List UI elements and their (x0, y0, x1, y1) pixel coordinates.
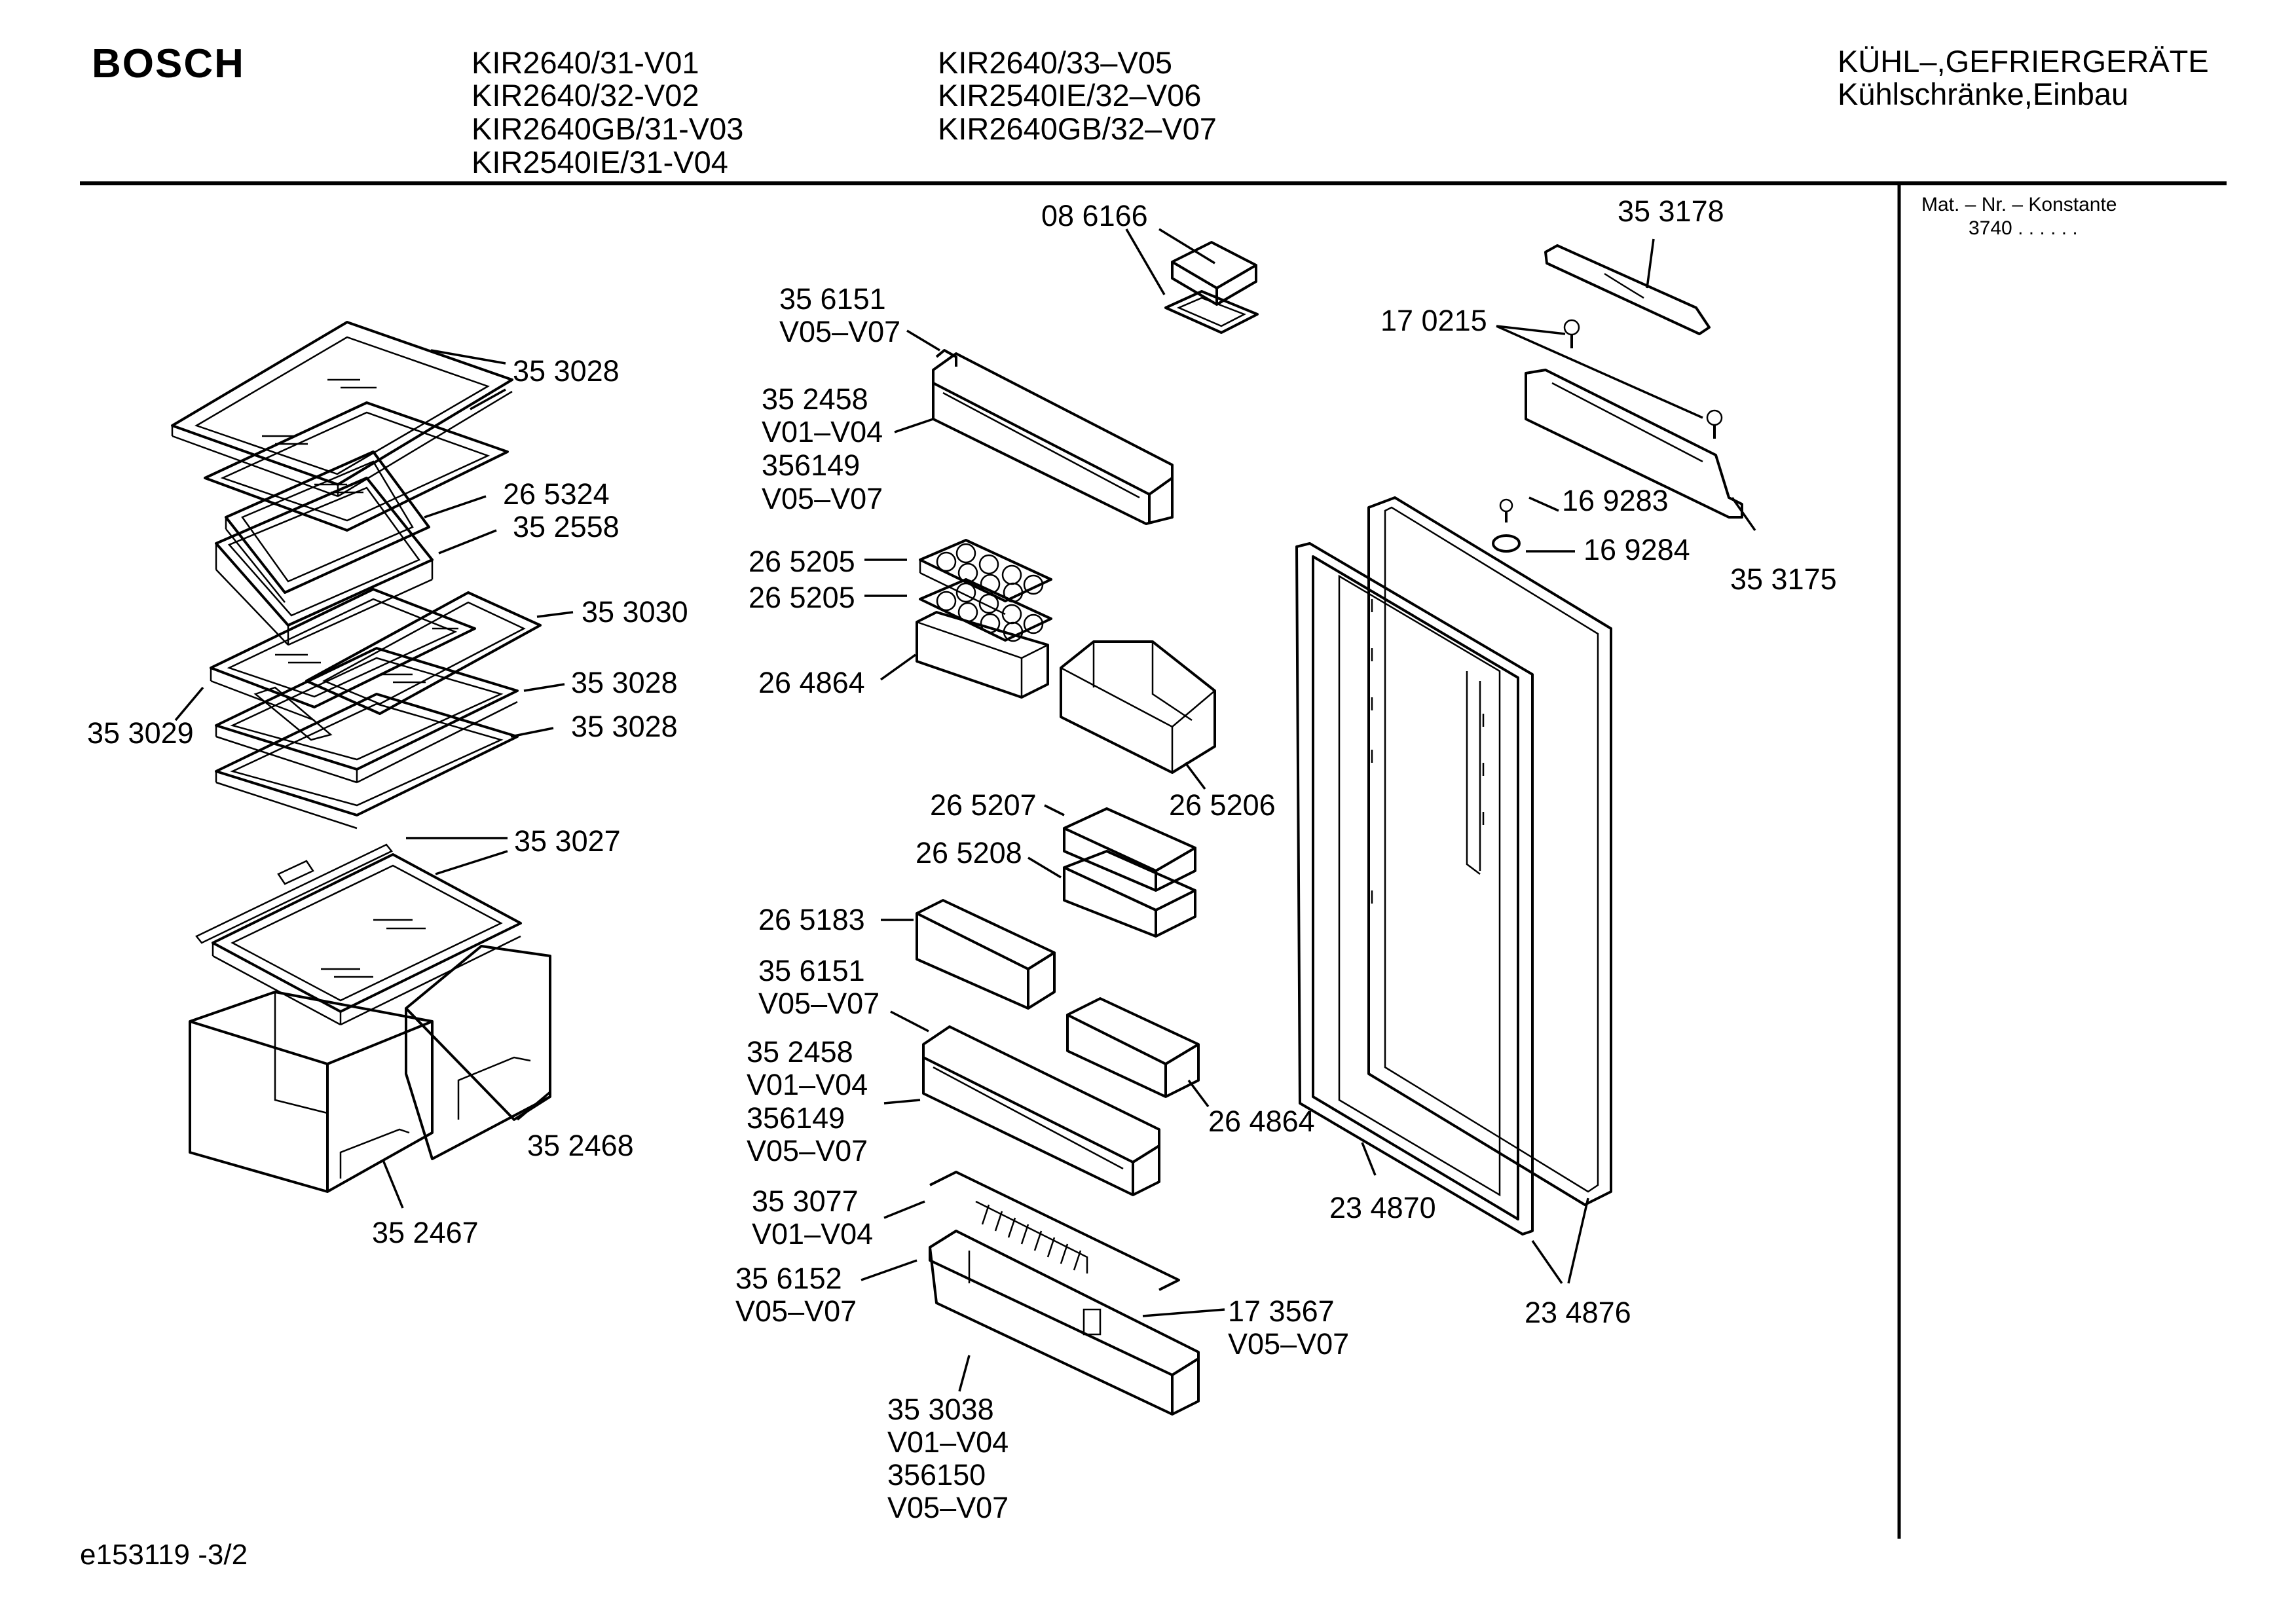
part-label: 08 6166 (1041, 199, 1148, 232)
model-item: KIR2640GB/32–V07 (938, 111, 1217, 146)
bottle-retainer-353077 (929, 1171, 1180, 1291)
part-label: 26 5208 (916, 836, 1022, 870)
door-seal-234870 (1295, 542, 1534, 1236)
part-label: 356149 (747, 1101, 845, 1135)
screw-b (1706, 409, 1723, 439)
screw-a (1563, 319, 1580, 348)
part-label: V05–V07 (735, 1294, 857, 1328)
part-label: 35 2558 (513, 510, 620, 543)
part-label: 26 5205 (749, 581, 855, 614)
part-label: 26 5207 (930, 788, 1037, 822)
category-title: KÜHL–,GEFRIERGERÄTE (1838, 44, 2209, 79)
hinge-cover-353178 (1544, 244, 1711, 335)
document-id: e153119 -3/2 (80, 1539, 248, 1571)
category-subtitle: Kühlschränke,Einbau (1838, 77, 2129, 111)
part-label: V01–V04 (762, 415, 883, 449)
part-label: 35 6151 (779, 282, 886, 316)
part-label: 16 9284 (1583, 533, 1690, 566)
material-number-label: Mat. – Nr. – Konstante (1921, 194, 2117, 215)
model-item: KIR2640/32-V02 (472, 78, 699, 113)
part-label: 35 2458 (762, 382, 868, 416)
bin-265183 (916, 899, 1056, 1010)
part-label: 35 2467 (372, 1216, 479, 1249)
door-panel-234876 (1367, 496, 1612, 1206)
bin-265206 (1060, 640, 1216, 774)
egg-tray-a (919, 539, 1052, 615)
model-item: KIR2540IE/31-V04 (472, 145, 728, 179)
bin-265208 (1063, 850, 1196, 938)
leader-lines (174, 228, 1756, 1392)
part-label: 35 3038 (887, 1393, 994, 1426)
model-item: KIR2640/31-V01 (472, 45, 699, 80)
part-label: V01–V04 (887, 1425, 1009, 1459)
part-label: V05–V07 (779, 315, 900, 348)
part-label: 16 9283 (1562, 484, 1669, 517)
part-label: V05–V07 (1228, 1327, 1349, 1361)
part-label: 23 4870 (1329, 1191, 1436, 1224)
part-label: V01–V04 (747, 1068, 868, 1101)
part-label: 35 3028 (571, 710, 678, 743)
model-item: KIR2640/33–V05 (938, 45, 1173, 80)
part-label: 17 0215 (1380, 304, 1487, 337)
part-label: 356149 (762, 449, 860, 482)
part-label: V05–V07 (887, 1491, 1009, 1524)
part-label: 23 4876 (1525, 1296, 1631, 1329)
part-label: 26 5324 (503, 477, 610, 511)
bin-264864-b (1066, 997, 1200, 1098)
part-label: V01–V04 (752, 1217, 873, 1251)
part-label: 35 6151 (758, 954, 865, 987)
part-label: 35 3178 (1618, 194, 1724, 228)
butter-box-086166 (1164, 241, 1259, 334)
part-label: 26 5206 (1169, 788, 1276, 822)
part-label: 26 5183 (758, 903, 865, 936)
part-label: V05–V07 (762, 482, 883, 515)
crisper-cover-353027 (195, 843, 522, 1026)
material-number-value: 3740 . . . . . . (1969, 217, 2078, 239)
part-label: 26 4864 (1208, 1105, 1315, 1138)
part-label: 356150 (887, 1458, 986, 1492)
door-bin-middle (922, 1025, 1160, 1196)
model-item: KIR2540IE/32–V06 (938, 78, 1202, 113)
part-label: 26 4864 (758, 666, 865, 699)
glass-shelf-c (215, 693, 519, 830)
part-label: 35 3030 (582, 595, 688, 629)
part-labels: 35 3028 26 5324 35 2558 35 3030 35 3028 … (87, 194, 1837, 1524)
part-label: 35 3028 (571, 666, 678, 699)
door-bin-lower (929, 1230, 1200, 1416)
glass-shelf-mid (210, 588, 476, 741)
part-label: 35 3175 (1730, 562, 1837, 596)
bin-264864-a (916, 611, 1049, 699)
part-label: 35 6152 (735, 1262, 842, 1295)
brand-logo: BOSCH (92, 41, 245, 86)
crisper-drawer-352468 (405, 945, 551, 1160)
glass-shelf-top (171, 321, 513, 498)
model-item: KIR2640GB/31-V03 (472, 111, 744, 146)
part-label: 35 2458 (747, 1035, 853, 1069)
door-bin-upper (932, 349, 1174, 525)
part-label: V05–V07 (758, 987, 880, 1020)
part-label: 17 3567 (1228, 1294, 1335, 1328)
part-label: 35 2468 (527, 1129, 634, 1162)
part-label: V05–V07 (747, 1134, 868, 1167)
screw-169283 (1499, 498, 1513, 522)
crisper-drawer-352467 (189, 991, 434, 1193)
part-label: 35 3029 (87, 716, 194, 750)
part-label: 26 5205 (749, 545, 855, 578)
egg-tray-b (919, 578, 1052, 642)
glass-shelf-353030 (305, 591, 542, 715)
glass-shelf-b (215, 647, 519, 784)
part-label: 35 3028 (513, 354, 620, 388)
hinge-bracket-353175 (1525, 369, 1743, 519)
part-label: 35 3077 (752, 1184, 859, 1218)
tray-352558 (215, 477, 434, 646)
part-label: 35 3027 (514, 824, 621, 858)
plug-169284 (1492, 534, 1521, 553)
